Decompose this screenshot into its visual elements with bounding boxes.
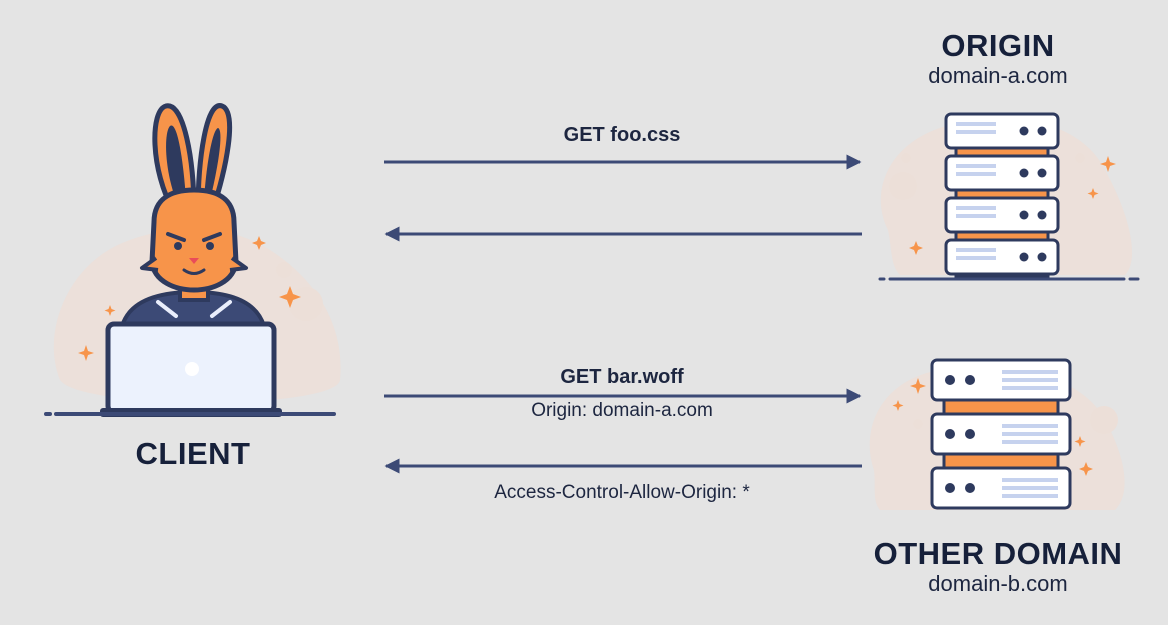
origin-request-header: Origin: domain-a.com: [531, 400, 713, 421]
other-domain-title: OTHER DOMAIN: [873, 536, 1123, 571]
client-illustration: [44, 103, 341, 417]
sparkle-icon: [892, 378, 1093, 476]
sparkle-icon: [909, 156, 1116, 255]
client-title: CLIENT: [135, 436, 251, 471]
other-server-illustration: [869, 358, 1125, 510]
sparkle-icon: [78, 236, 301, 361]
acao-response-header: Access-Control-Allow-Origin: *: [494, 482, 750, 503]
origin-title: ORIGIN: [941, 28, 1055, 63]
origin-server-illustration: [878, 112, 1140, 281]
request-foo-css: GET foo.css: [563, 124, 681, 146]
request-bar-woff: GET bar.woff: [560, 366, 684, 388]
origin-domain: domain-a.com: [928, 63, 1068, 88]
other-domain-name: domain-b.com: [928, 571, 1068, 596]
